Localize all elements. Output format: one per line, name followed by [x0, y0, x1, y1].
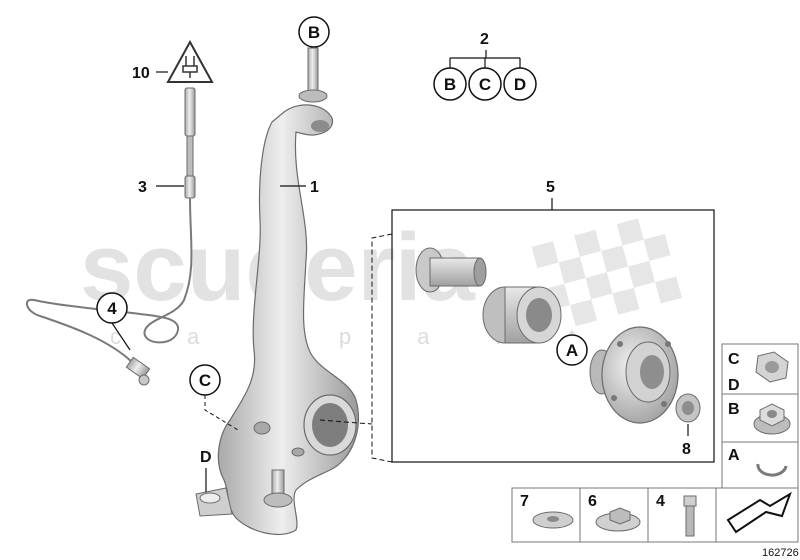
wear-sensor-cable [25, 87, 196, 386]
hex-nut-icon [755, 351, 789, 383]
bearing-assembly-frame [391, 209, 715, 463]
leader-4 [111, 322, 131, 351]
callout-c-group-circle [468, 67, 502, 101]
wheel-bearing [482, 286, 562, 344]
circlip-icon [756, 463, 788, 477]
axle-nut-8 [675, 393, 701, 423]
callout-a-hub-circle [556, 334, 588, 366]
callout-c-group: C [479, 75, 491, 94]
legend-6: 6 [588, 493, 597, 510]
legend-b: B [728, 401, 740, 418]
leader-c-side [204, 395, 239, 431]
warning-triangle-icon [166, 39, 214, 83]
callout-c-side: C [199, 371, 211, 390]
legend-4: 4 [656, 493, 665, 510]
legend-d: D [728, 377, 740, 394]
callout-4: 4 [107, 299, 117, 318]
legend-a: A [728, 447, 740, 464]
bolt-icon [683, 495, 697, 537]
callout-3: 3 [138, 179, 147, 196]
callout-b-top-circle [298, 16, 330, 48]
callout-a-hub: A [566, 341, 578, 360]
watermark: scuderia c a r p a r t s [80, 214, 682, 349]
callout-8: 8 [682, 441, 691, 458]
assembly-dash-link [371, 233, 393, 463]
steering-knuckle [195, 47, 360, 536]
diagram-id: 162726 [762, 547, 799, 559]
callout-d-side: D [200, 449, 212, 466]
leader-2 [449, 50, 521, 68]
callout-b-group: B [444, 75, 456, 94]
drive-flange [415, 247, 487, 293]
legend-c: C [728, 351, 740, 368]
legend-7: 7 [520, 493, 529, 510]
callout-10: 10 [132, 65, 150, 82]
watermark-tagline: c a r p a r t s [110, 324, 682, 349]
wheel-hub [589, 326, 679, 424]
direction-arrow-icon [726, 491, 792, 534]
callout-1: 1 [310, 179, 319, 196]
eccentric-washer-icon [595, 507, 641, 532]
legend-bottom-panel: 7 6 4 [511, 487, 799, 543]
callout-b-group-circle [433, 67, 467, 101]
flange-nut-icon [753, 403, 791, 435]
assembly-dash-link-2 [319, 419, 373, 425]
callout-5: 5 [546, 179, 555, 196]
callout-d-group-circle [503, 67, 537, 101]
callout-2: 2 [480, 31, 489, 48]
callout-d-group: D [514, 75, 526, 94]
callout-b-top: B [308, 23, 320, 42]
washer-icon [532, 511, 574, 529]
legend-nut-panel: C D B A [721, 343, 799, 489]
